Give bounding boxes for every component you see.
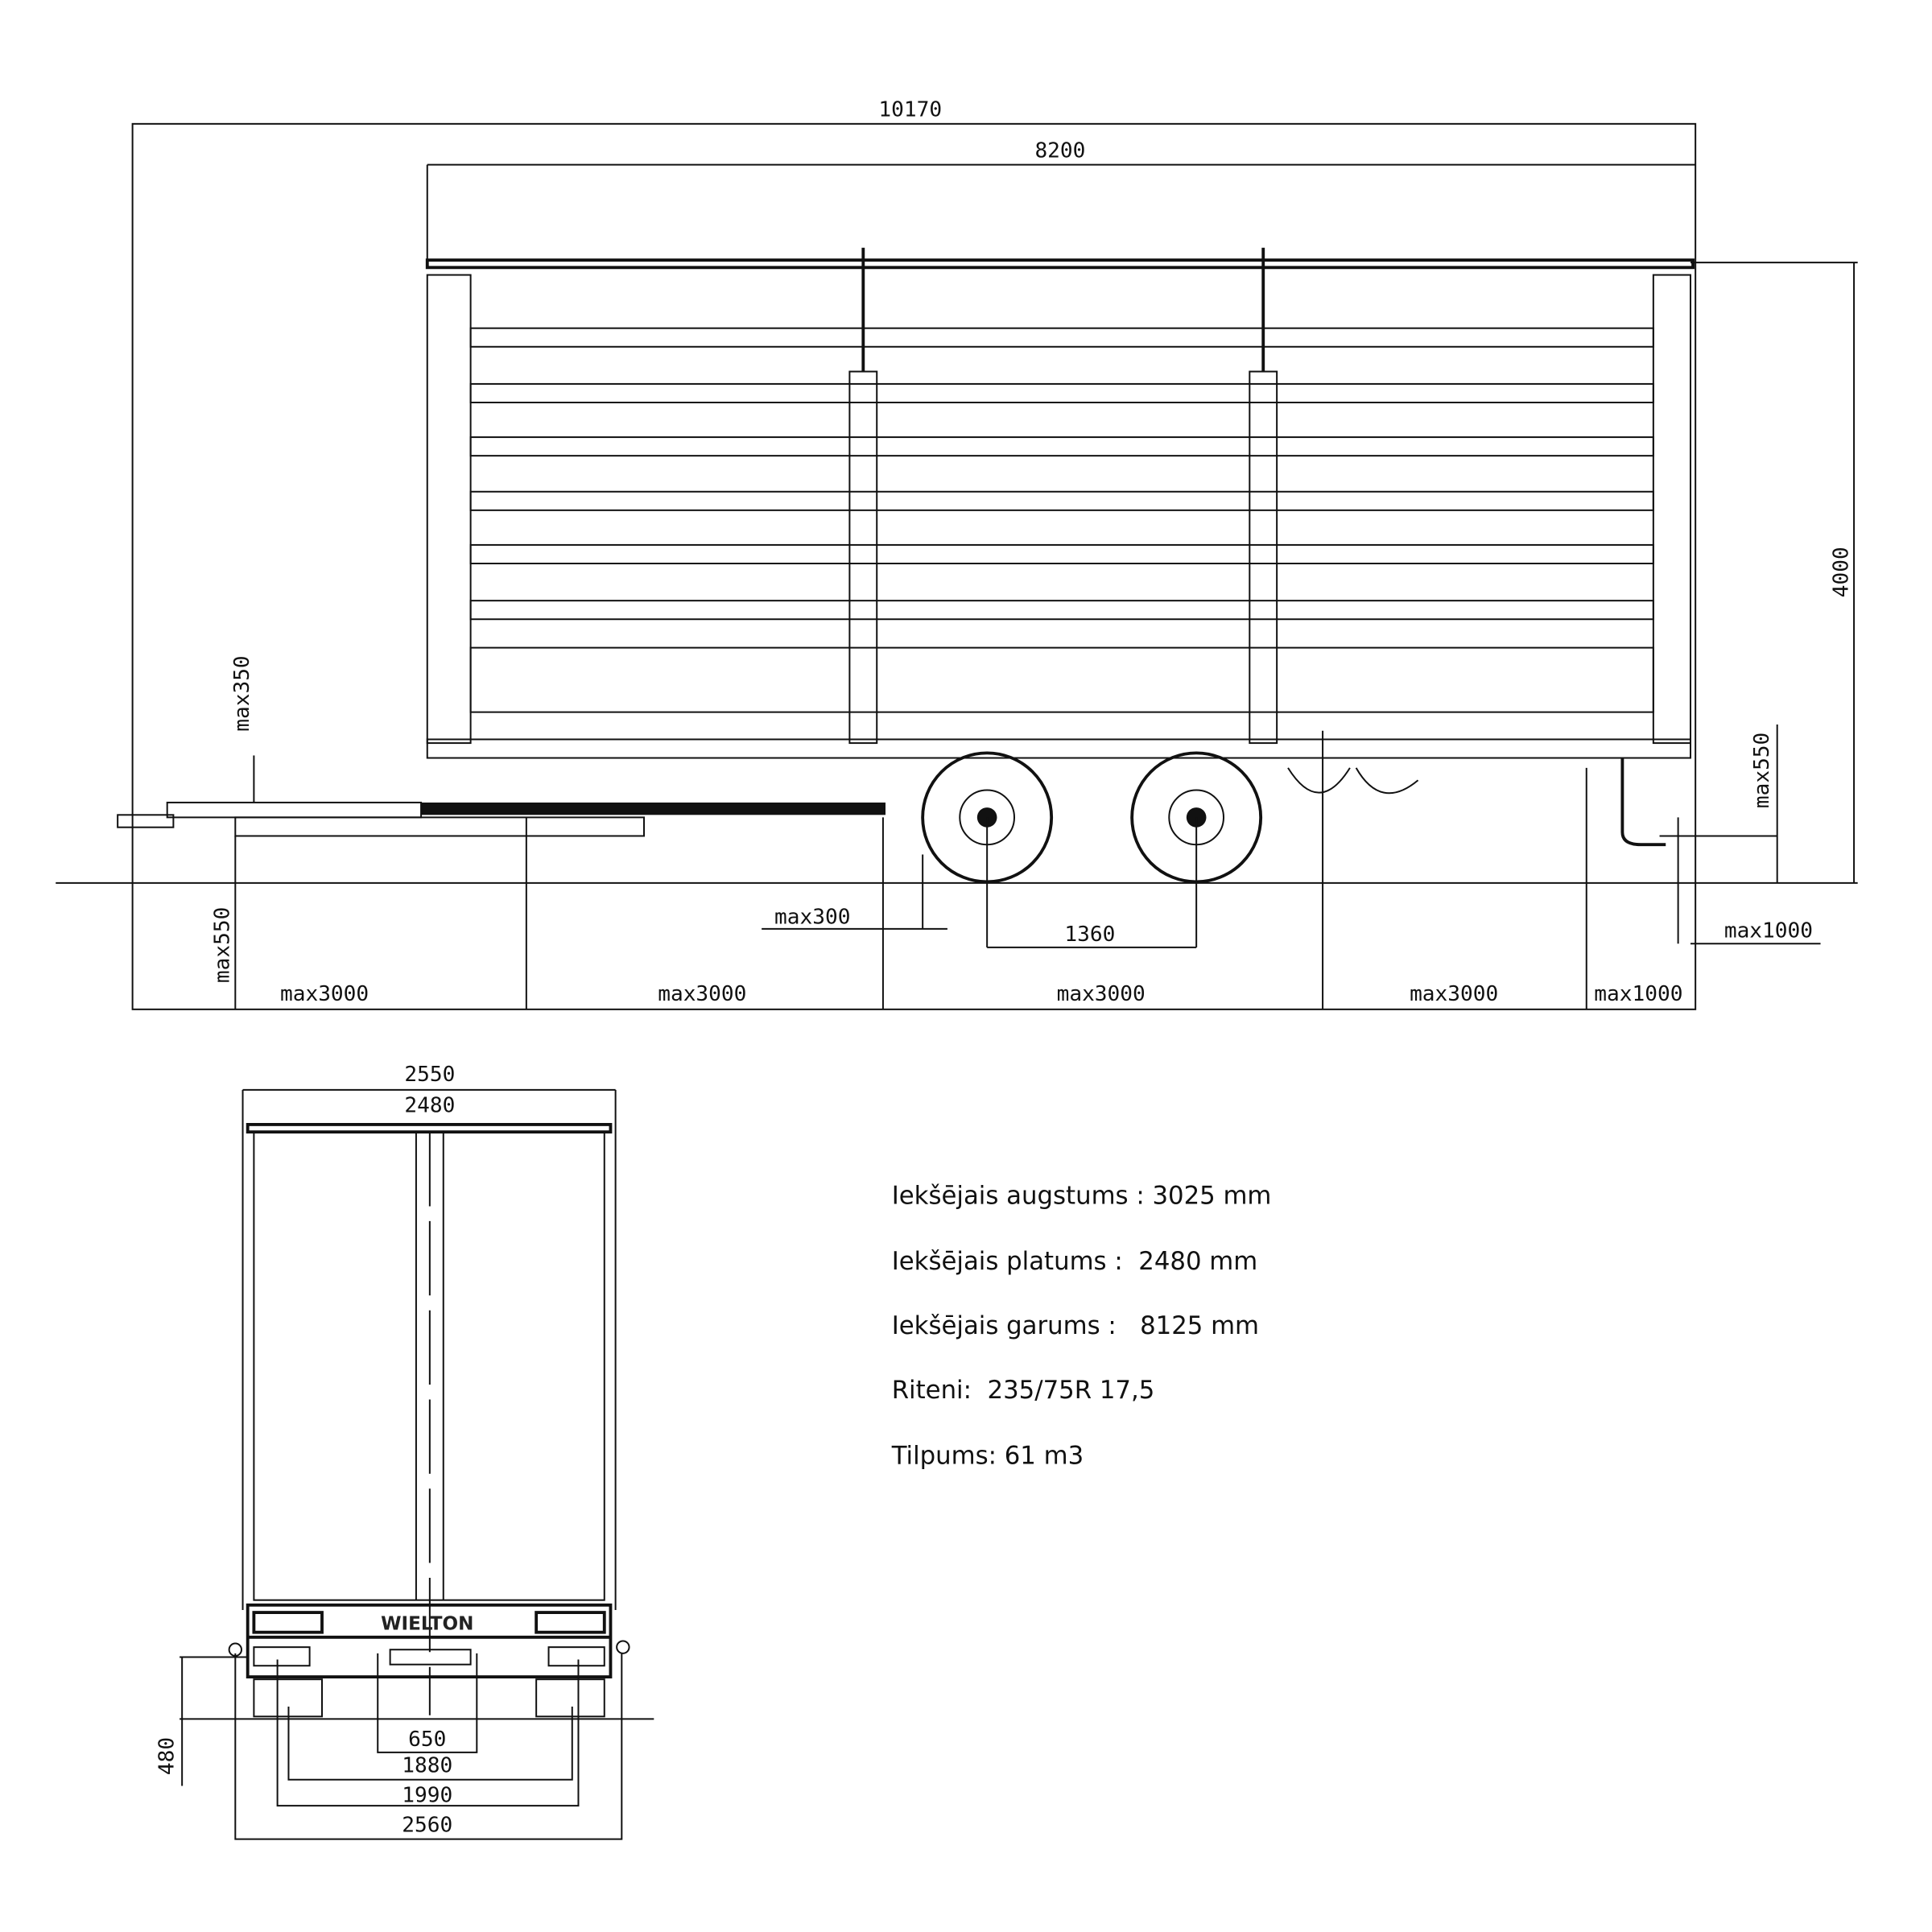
side-view-frame — [131, 122, 1697, 1010]
trailer-body — [117, 247, 1695, 884]
outer-width-label: 2550 — [404, 1063, 455, 1087]
segment-label: max3000 — [1057, 982, 1146, 1006]
inner-width-label: 2480 — [404, 1094, 455, 1118]
height-480-label: 480 — [155, 1737, 179, 1775]
middle-post — [1249, 370, 1278, 745]
rear-bumper — [246, 1603, 613, 1678]
spec-internal-height: Iekšējais augstums : 3025 mm — [892, 1181, 1272, 1210]
specifications: Iekšējais augstums : 3025 mm Iekšējais p… — [891, 1181, 1272, 1470]
drawbar — [421, 802, 886, 815]
max550-rear-label: max550 — [1750, 733, 1774, 808]
segment-label: max3000 — [1410, 982, 1498, 1006]
dim-650-label: 650 — [408, 1728, 446, 1752]
spec-internal-length: Iekšējais garums : 8125 mm — [892, 1311, 1259, 1340]
dim-1880-label: 1880 — [402, 1754, 452, 1778]
body-length-label: 8200 — [1034, 138, 1085, 163]
spec-volume: Tilpums: 61 m3 — [891, 1441, 1084, 1470]
overall-height-label: 4000 — [1829, 547, 1853, 597]
max350-label: max350 — [230, 655, 254, 731]
segment-label: max1000 — [1594, 982, 1682, 1006]
middle-post — [848, 370, 878, 745]
segment-label: max3000 — [658, 982, 746, 1006]
overall-length-label: 10170 — [878, 98, 942, 122]
dim-1990-label: 1990 — [402, 1783, 452, 1807]
side-slats — [469, 327, 1654, 713]
dim-2560-label: 2560 — [402, 1813, 452, 1837]
rear-view: 2550 2480 WIELTON 480 650 1880 1990 2560 — [155, 1063, 654, 1840]
bottom-dimension-row: max3000 max3000 max3000 max3000 max1000 — [280, 730, 1682, 1009]
axle-spacing-label: 1360 — [1064, 923, 1115, 947]
max300-label: max300 — [774, 906, 850, 930]
max1000-rear-label: max1000 — [1724, 919, 1813, 943]
chassis — [426, 738, 1691, 759]
segment-label: max3000 — [280, 982, 369, 1006]
side-view: 10170 8200 — [56, 98, 1858, 1010]
tow-eye — [117, 814, 175, 828]
spec-internal-width: Iekšējais platums : 2480 mm — [892, 1247, 1258, 1276]
brand-logo: WIELTON — [381, 1614, 473, 1635]
max550-front-label: max550 — [211, 907, 235, 983]
spec-wheels: Riteni: 235/75R 17,5 — [892, 1376, 1155, 1405]
